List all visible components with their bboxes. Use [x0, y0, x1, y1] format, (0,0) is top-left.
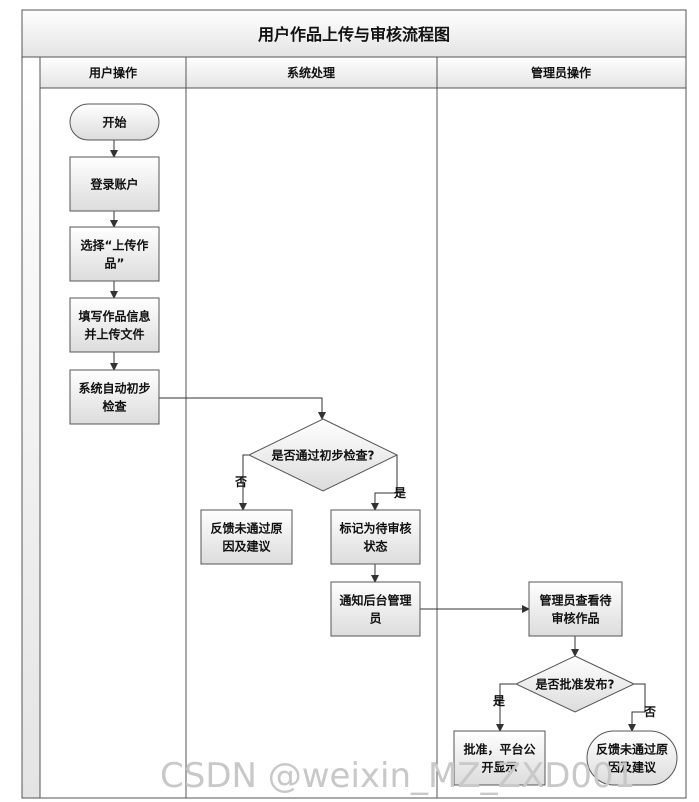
- node-text-feedback2: 反馈未通过原: [596, 742, 668, 757]
- lane-left-gutter: [21, 56, 41, 799]
- node-text-notify: 员: [369, 612, 381, 626]
- node-text-publish: 批准，平台公: [463, 742, 535, 757]
- edge-label-approve-publish: 是: [492, 694, 506, 708]
- edge-approve-feedback2: [628, 683, 646, 732]
- edge-layer: [110, 140, 646, 732]
- node-text-feedback1: 反馈未通过原: [210, 521, 282, 536]
- terminal-shape: [586, 730, 678, 786]
- node-text-fill: 填写作品信息: [78, 309, 150, 324]
- decision-shape: [247, 418, 399, 492]
- node-layer: 开始登录账户选择“上传作品”填写作品信息并上传文件系统自动初步检查是否通过初步检…: [69, 103, 678, 786]
- process-shape: [69, 226, 160, 282]
- process-shape: [69, 369, 160, 425]
- node-text-fill: 并上传文件: [84, 327, 144, 342]
- process-shape: [330, 509, 421, 565]
- process-shape: [330, 581, 421, 637]
- process-shape: [69, 156, 160, 212]
- process-shape: [453, 730, 546, 786]
- node-text-adminview: 审核作品: [551, 611, 599, 626]
- edge-passcheck-feedback1: [239, 454, 249, 511]
- node-text-feedback1: 因及建议: [222, 539, 271, 554]
- node-text-login: 登录账户: [89, 177, 138, 192]
- node-text-feedback2: 因及建议: [608, 760, 657, 775]
- node-start: 开始: [69, 103, 160, 141]
- decision-shape: [514, 655, 636, 713]
- edge-label-passcheck-feedback1: 否: [234, 475, 247, 489]
- node-text-autocheck: 检查: [102, 399, 127, 414]
- node-text-mark: 标记为待审核: [338, 521, 411, 536]
- node-text-passcheck: 是否通过初步检查?: [271, 448, 375, 463]
- node-approve: 是否批准发布?: [514, 655, 636, 713]
- edge-label-approve-feedback2: 否: [643, 705, 656, 719]
- node-text-notify: 通知后台管理: [339, 593, 411, 608]
- process-shape: [69, 297, 160, 353]
- node-text-start: 开始: [102, 115, 126, 130]
- lane-label-user: 用户操作: [88, 65, 137, 80]
- lane-label-system: 系统处理: [287, 65, 335, 80]
- node-text-publish: 开显示: [481, 761, 517, 775]
- node-text-approve: 是否批准发布?: [535, 677, 615, 692]
- edge-passcheck-mark: [371, 455, 398, 511]
- watermark: CSDN @weixin_MZ_ZXD001: [160, 756, 635, 796]
- node-text-select: 品”: [105, 257, 125, 271]
- process-shape: [200, 509, 293, 565]
- node-passcheck: 是否通过初步检查?: [247, 418, 399, 492]
- lane-header-row: [39, 56, 687, 89]
- node-login: 登录账户: [69, 156, 160, 212]
- edge-label-passcheck-mark: 是: [393, 486, 407, 500]
- node-text-autocheck: 系统自动初步: [78, 381, 150, 396]
- diagram-title: 用户作品上传与审核流程图: [258, 25, 450, 44]
- node-text-adminview: 管理员查看待: [539, 593, 611, 608]
- edge-autocheck-passcheck: [159, 397, 326, 420]
- node-text-select: 选择“上传作: [81, 238, 149, 253]
- lane-label-admin: 管理员操作: [531, 65, 591, 80]
- terminal-shape: [69, 103, 160, 141]
- edge-approve-publish: [496, 683, 516, 732]
- process-shape: [528, 581, 623, 637]
- node-text-mark: 状态: [363, 539, 387, 554]
